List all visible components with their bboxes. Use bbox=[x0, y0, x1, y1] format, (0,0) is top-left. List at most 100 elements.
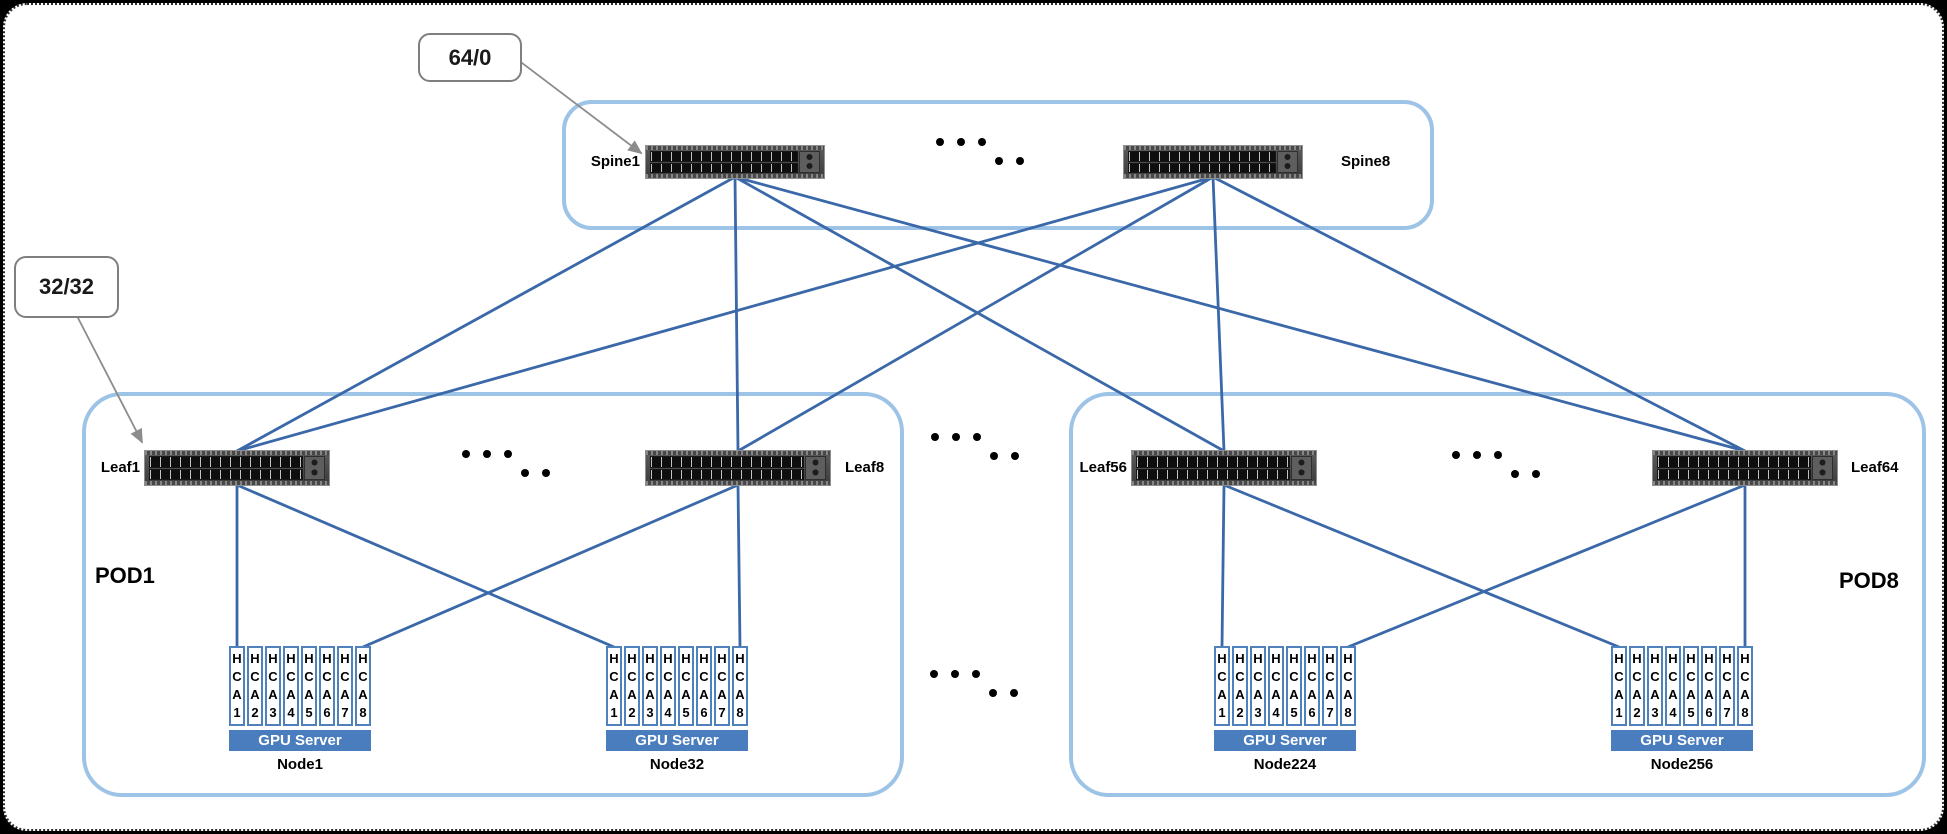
node256-hca-3: HCA3 bbox=[1647, 646, 1663, 726]
dot bbox=[990, 452, 998, 460]
dot bbox=[1010, 689, 1018, 697]
spine8-switch bbox=[1123, 145, 1303, 179]
switch-port-row bbox=[650, 162, 798, 173]
switch-mgmt-panel bbox=[805, 456, 826, 480]
node32-gpu-server-bar: GPU Server bbox=[606, 730, 748, 751]
switch-port-row bbox=[1128, 162, 1276, 173]
dot bbox=[972, 670, 980, 678]
switch-mgmt-panel bbox=[799, 151, 820, 173]
ellipsis-dots-pod1-leaves bbox=[462, 450, 552, 478]
switch-mgmt-panel bbox=[304, 456, 325, 480]
node256-hca-8: HCA8 bbox=[1737, 646, 1753, 726]
dot bbox=[978, 138, 986, 146]
node32-hca-7: HCA7 bbox=[714, 646, 730, 726]
node224-hca-4: HCA4 bbox=[1268, 646, 1284, 726]
leaf56-switch bbox=[1131, 450, 1317, 486]
ellipsis-dots-pod-gap-top bbox=[931, 433, 1021, 461]
switch-port-grid bbox=[149, 456, 303, 480]
ellipsis-dots-spine-gap bbox=[936, 138, 1026, 166]
node224-hca-8: HCA8 bbox=[1340, 646, 1356, 726]
leaf1-label: Leaf1 bbox=[100, 459, 140, 476]
node1-hca-3: HCA3 bbox=[265, 646, 281, 726]
dot bbox=[989, 689, 997, 697]
switch-port-row bbox=[149, 456, 303, 468]
node1-gpu-server-bar: GPU Server bbox=[229, 730, 371, 751]
switch-port-row bbox=[1136, 456, 1290, 468]
node1-hca-7: HCA7 bbox=[337, 646, 353, 726]
switch-top-vents bbox=[1653, 451, 1837, 455]
dot bbox=[504, 450, 512, 458]
dot bbox=[1511, 470, 1519, 478]
node1-hca-1: HCA1 bbox=[229, 646, 245, 726]
node32-hca-8: HCA8 bbox=[732, 646, 748, 726]
switch-bottom-vents bbox=[1132, 481, 1316, 485]
dot bbox=[1011, 452, 1019, 460]
node1-hca-5: HCA5 bbox=[301, 646, 317, 726]
switch-mgmt-panel bbox=[1277, 151, 1298, 173]
switch-bottom-vents bbox=[1124, 174, 1302, 178]
switch-port-row bbox=[1128, 151, 1276, 162]
node224-hca-1: HCA1 bbox=[1214, 646, 1230, 726]
switch-port-row bbox=[650, 456, 804, 468]
ellipsis-dots-pod8-leaves bbox=[1452, 451, 1542, 479]
dot bbox=[483, 450, 491, 458]
dot bbox=[1532, 470, 1540, 478]
switch-port-row bbox=[650, 468, 804, 480]
node256-hca-6: HCA6 bbox=[1701, 646, 1717, 726]
node1-hca-4: HCA4 bbox=[283, 646, 299, 726]
dot bbox=[952, 433, 960, 441]
switch-port-row bbox=[1657, 456, 1811, 468]
switch-bottom-vents bbox=[145, 481, 329, 485]
node224-hca-7: HCA7 bbox=[1322, 646, 1338, 726]
node1-node-label: Node1 bbox=[277, 756, 323, 773]
switch-mgmt-panel bbox=[1812, 456, 1833, 480]
switch-port-row bbox=[149, 468, 303, 480]
node224-gpu-server-bar: GPU Server bbox=[1214, 730, 1356, 751]
node32-hca-5: HCA5 bbox=[678, 646, 694, 726]
node256-hca-4: HCA4 bbox=[1665, 646, 1681, 726]
node32-hca-1: HCA1 bbox=[606, 646, 622, 726]
node256-hca-5: HCA5 bbox=[1683, 646, 1699, 726]
switch-port-grid bbox=[650, 151, 798, 173]
dot bbox=[951, 670, 959, 678]
spine8-label: Spine8 bbox=[1341, 153, 1391, 170]
node256-hca-1: HCA1 bbox=[1611, 646, 1627, 726]
switch-top-vents bbox=[145, 451, 329, 455]
switch-port-row bbox=[650, 151, 798, 162]
switch-port-grid bbox=[1128, 151, 1276, 173]
node224-hca-3: HCA3 bbox=[1250, 646, 1266, 726]
leaf8-switch bbox=[645, 450, 831, 486]
switch-top-vents bbox=[1132, 451, 1316, 455]
switch-mgmt-panel bbox=[1291, 456, 1312, 480]
pod1-label: POD1 bbox=[95, 563, 155, 588]
node224-hca-6: HCA6 bbox=[1304, 646, 1320, 726]
node256-gpu-server-bar: GPU Server bbox=[1611, 730, 1753, 751]
switch-top-vents bbox=[646, 146, 824, 150]
spine1-label: Spine1 bbox=[590, 153, 640, 170]
node32-hca-2: HCA2 bbox=[624, 646, 640, 726]
switch-port-grid bbox=[650, 456, 804, 480]
switch-port-grid bbox=[1136, 456, 1290, 480]
spine1-switch bbox=[645, 145, 825, 179]
callout-leaf-ports: 32/32 bbox=[14, 256, 119, 318]
switch-bottom-vents bbox=[1653, 481, 1837, 485]
node32-hca-3: HCA3 bbox=[642, 646, 658, 726]
switch-bottom-vents bbox=[646, 174, 824, 178]
node256-hca-7: HCA7 bbox=[1719, 646, 1735, 726]
node224-node-label: Node224 bbox=[1253, 756, 1317, 773]
ellipsis-dots-pod-gap-bottom bbox=[930, 670, 1020, 698]
leaf1-switch bbox=[144, 450, 330, 486]
node32-hca-4: HCA4 bbox=[660, 646, 676, 726]
node1-hca-2: HCA2 bbox=[247, 646, 263, 726]
dot bbox=[931, 433, 939, 441]
switch-top-vents bbox=[1124, 146, 1302, 150]
node32-hca-6: HCA6 bbox=[696, 646, 712, 726]
